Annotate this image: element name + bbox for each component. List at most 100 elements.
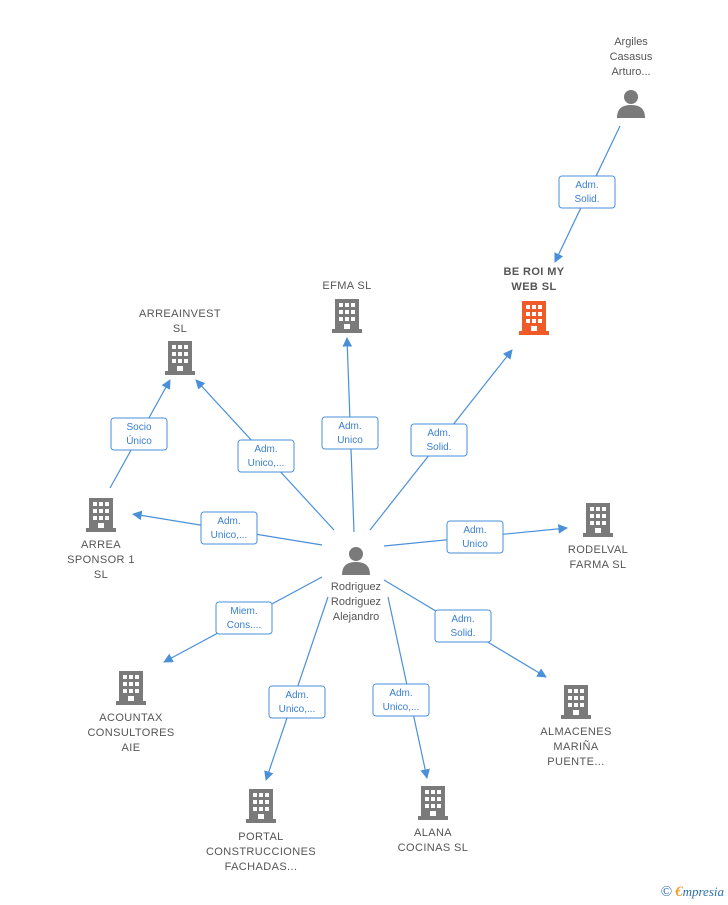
- relation-label-box: [268, 685, 326, 719]
- relation-label-box: [410, 423, 468, 457]
- relation-label-box: [446, 520, 504, 554]
- node-label-line: EFMA SL: [322, 280, 371, 292]
- node-alana[interactable]: ALANA COCINAS SL: [398, 786, 469, 854]
- node-label-line: BE ROI MY: [503, 266, 564, 278]
- building-icon: [86, 498, 116, 532]
- relation-label-text: Adm.: [285, 690, 308, 701]
- relation-label-box: [200, 511, 258, 545]
- node-label-line: Alejandro: [333, 611, 379, 623]
- relation-label-center-alana[interactable]: Adm. Unico,...: [372, 683, 430, 717]
- relation-label-text: Unico: [337, 435, 363, 446]
- relation-label-center-arreainvest[interactable]: Adm. Unico,...: [237, 439, 295, 473]
- node-label-line: MARIÑA: [553, 740, 598, 753]
- relation-label-box: [372, 683, 430, 717]
- relation-label-text: Unico,...: [279, 704, 316, 715]
- relation-label-box: [110, 417, 168, 451]
- building-icon: [116, 671, 146, 705]
- node-label-line: ARREAINVEST: [139, 308, 221, 320]
- node-label-line: RODELVAL: [568, 544, 628, 556]
- relation-label-text: Solid.: [574, 194, 599, 205]
- relation-label-text: Adm.: [217, 516, 240, 527]
- node-almacenes[interactable]: ALMACENES MARIÑA PUENTE...: [540, 685, 611, 768]
- empresia-watermark: ©€mpresia: [661, 884, 724, 901]
- relation-label-text: Unico: [462, 539, 488, 550]
- node-arrea[interactable]: ARREA SPONSOR 1 SL: [67, 498, 135, 581]
- node-label-line: ARREA: [81, 539, 121, 551]
- building-icon: [583, 503, 613, 537]
- relation-label-text: Solid.: [450, 628, 475, 639]
- node-beroi[interactable]: BE ROI MY WEB SL: [503, 266, 564, 335]
- node-label-line: Argiles: [614, 36, 648, 48]
- relation-label-center-acountax[interactable]: Miem. Cons....: [215, 601, 273, 635]
- node-acountax[interactable]: ACOUNTAX CONSULTORES AIE: [87, 671, 174, 754]
- node-argiles[interactable]: ArgilesCasasusArturo...: [610, 36, 653, 118]
- relation-label-text: Único: [126, 434, 152, 447]
- relation-label-text: Unico,...: [248, 458, 285, 469]
- relation-label-center-rodelval[interactable]: Adm. Unico: [446, 520, 504, 554]
- node-label-line: ACOUNTAX: [99, 712, 163, 724]
- relation-label-text: Socio: [126, 422, 151, 433]
- node-label-line: CONSTRUCCIONES: [206, 846, 316, 858]
- relation-label-text: Cons....: [227, 620, 261, 631]
- brand-name: mpresia: [682, 884, 724, 899]
- building-icon: [519, 301, 549, 335]
- relation-label-text: Adm.: [427, 428, 450, 439]
- relation-label-text: Adm.: [575, 180, 598, 191]
- copyright-symbol: ©: [660, 884, 673, 900]
- node-label-line: COCINAS SL: [398, 842, 469, 854]
- relation-label-center-portal[interactable]: Adm. Unico,...: [268, 685, 326, 719]
- relation-label-center-beroi[interactable]: Adm. Solid.: [410, 423, 468, 457]
- node-arreainvest[interactable]: ARREAINVEST SL: [139, 308, 221, 375]
- node-label-line: Rodriguez: [331, 596, 381, 608]
- relation-label-box: [237, 439, 295, 473]
- node-label-line: FACHADAS...: [225, 861, 298, 873]
- node-rodelval[interactable]: RODELVAL FARMA SL: [568, 503, 628, 571]
- building-icon: [165, 341, 195, 375]
- node-label-line: Casasus: [610, 51, 653, 63]
- building-icon: [418, 786, 448, 820]
- nodes-layer: RodriguezRodriguezAlejandroArgilesCasasu…: [67, 36, 653, 873]
- relation-label-text: Adm.: [463, 525, 486, 536]
- person-icon: [342, 547, 370, 575]
- building-icon: [246, 789, 276, 823]
- node-label-line: WEB SL: [511, 281, 556, 293]
- relation-label-center-almacenes[interactable]: Adm. Solid.: [434, 609, 492, 643]
- relation-label-box: [558, 175, 616, 209]
- node-efma[interactable]: EFMA SL: [322, 280, 371, 333]
- relation-label-text: Unico,...: [211, 530, 248, 541]
- node-label-line: PORTAL: [238, 831, 283, 843]
- node-label-line: CONSULTORES: [87, 727, 174, 739]
- node-label-line: SPONSOR 1: [67, 554, 135, 566]
- node-portal[interactable]: PORTAL CONSTRUCCIONES FACHADAS...: [206, 789, 316, 873]
- relation-label-text: Unico,...: [383, 702, 420, 713]
- person-icon: [617, 90, 645, 118]
- brand-initial: €: [675, 884, 683, 900]
- node-label-line: AIE: [122, 742, 141, 754]
- node-label-line: Rodriguez: [331, 581, 381, 593]
- relation-label-text: Solid.: [426, 442, 451, 453]
- node-label-line: Arturo...: [611, 66, 650, 78]
- relation-label-center-efma[interactable]: Adm. Unico: [321, 416, 379, 450]
- building-icon: [332, 299, 362, 333]
- edges-layer: [109, 125, 621, 781]
- node-label-line: SL: [173, 323, 187, 335]
- relation-label-text: Adm.: [254, 444, 277, 455]
- relation-label-text: Adm.: [389, 688, 412, 699]
- node-label-line: ALANA: [414, 827, 452, 839]
- relation-label-box: [434, 609, 492, 643]
- relation-label-text: Adm.: [338, 421, 361, 432]
- relation-label-argiles-beroi[interactable]: Adm. Solid.: [558, 175, 616, 209]
- node-label-line: ALMACENES: [540, 726, 611, 738]
- relation-label-text: Adm.: [451, 614, 474, 625]
- node-label-line: PUENTE...: [547, 756, 604, 768]
- node-label-line: SL: [94, 569, 108, 581]
- node-label-line: FARMA SL: [570, 559, 627, 571]
- relation-label-text: Miem.: [230, 606, 257, 617]
- building-icon: [561, 685, 591, 719]
- relation-label-box: [321, 416, 379, 450]
- relation-labels-layer: Adm.Solid.Adm.Solid.Adm.UnicoAdm.Unico,.…: [110, 175, 616, 719]
- relation-label-center-arrea[interactable]: Adm. Unico,...: [200, 511, 258, 545]
